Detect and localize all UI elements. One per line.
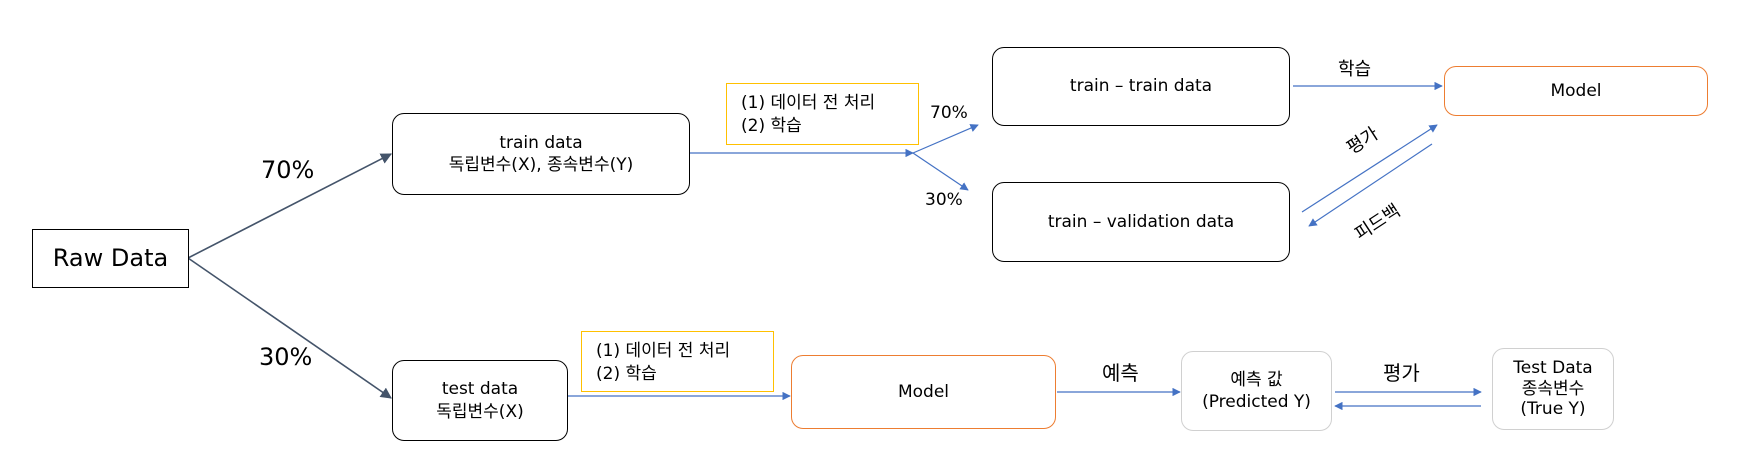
train-train-node: train – train data bbox=[992, 47, 1290, 126]
test-data-node: test data 독립변수(X) bbox=[392, 360, 568, 441]
model-bottom-label: Model bbox=[897, 381, 950, 402]
predicted-title: 예측 값 bbox=[1230, 369, 1283, 390]
model-top-label: Model bbox=[1550, 80, 1602, 101]
raw-data-node: Raw Data bbox=[32, 229, 189, 288]
true-y-sub: 종속변수 bbox=[1521, 378, 1585, 399]
predicted-sub: (Predicted Y) bbox=[1202, 392, 1311, 412]
predicted-node: 예측 값 (Predicted Y) bbox=[1181, 351, 1332, 431]
split-test-percent: 30% bbox=[259, 343, 313, 371]
true-y-note: (True Y) bbox=[1520, 399, 1586, 420]
train-data-vars: 독립변수(X), 종속변수(Y) bbox=[448, 155, 634, 175]
true-y-title: Test Data bbox=[1513, 358, 1593, 379]
true-y-node: Test Data 종속변수 (True Y) bbox=[1492, 348, 1614, 430]
preprocess-steps-top: (1) 데이터 전 처리 (2) 학습 bbox=[726, 83, 919, 145]
test-data-title: test data bbox=[441, 379, 519, 400]
train-train-label: train – train data bbox=[1069, 76, 1213, 97]
step-learn: (2) 학습 bbox=[596, 363, 657, 384]
arrow-raw-to-train bbox=[187, 153, 392, 259]
arrow-raw-to-test bbox=[187, 257, 392, 399]
arrow-split-to-train-train bbox=[912, 124, 979, 154]
learn-label: 학습 bbox=[1338, 59, 1372, 80]
preprocess-steps-bottom: (1) 데이터 전 처리 (2) 학습 bbox=[581, 331, 774, 392]
sub-train-percent: 70% bbox=[930, 103, 968, 123]
raw-data-label: Raw Data bbox=[52, 243, 169, 272]
test-data-vars: 독립변수(X) bbox=[436, 401, 524, 422]
predict-label: 예측 bbox=[1102, 361, 1139, 385]
model-top-node: Model bbox=[1444, 66, 1708, 116]
model-bottom-node: Model bbox=[791, 355, 1056, 429]
train-validation-label: train – validation data bbox=[1047, 211, 1235, 232]
arrow-split-to-validation bbox=[912, 152, 969, 191]
split-train-percent: 70% bbox=[261, 156, 315, 184]
step-preprocess: (1) 데이터 전 처리 bbox=[741, 93, 876, 113]
step-learn: (2) 학습 bbox=[741, 115, 802, 136]
arrow-evaluate-to-model bbox=[1301, 124, 1438, 213]
arrow-feedback-to-validation bbox=[1308, 143, 1433, 227]
train-validation-node: train – validation data bbox=[992, 182, 1290, 262]
sub-valid-percent: 30% bbox=[925, 190, 963, 210]
train-data-title: train data bbox=[499, 132, 583, 153]
train-data-node: train data 독립변수(X), 종속변수(Y) bbox=[392, 113, 690, 195]
evaluate-bottom-label: 평가 bbox=[1383, 361, 1420, 385]
step-preprocess: (1) 데이터 전 처리 bbox=[596, 341, 731, 361]
